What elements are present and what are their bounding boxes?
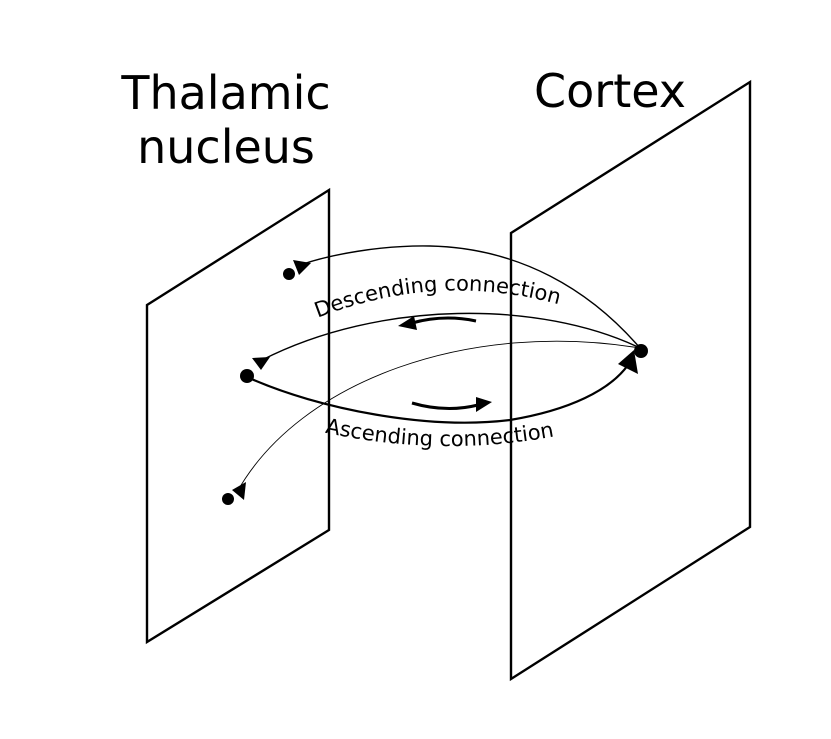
cortex-label: Cortex xyxy=(534,64,686,118)
thalamic-neuron-middle xyxy=(240,369,254,383)
thalamic-neuron-top-terminal-icon xyxy=(293,260,311,275)
ascending-direction-arrow xyxy=(411,401,479,411)
cortex-neuron-terminal-icon xyxy=(618,350,638,374)
thalamic-nucleus-label: Thalamic nucleus xyxy=(96,66,356,174)
ascending-connection-text: Ascending connection xyxy=(324,414,556,451)
thalamic-neuron-middle-terminal-icon xyxy=(252,357,270,370)
ascending-arrowhead-icon xyxy=(476,397,492,412)
thalamic-neuron-bottom-terminal-icon xyxy=(232,482,246,500)
thalamic-label-line2: nucleus xyxy=(137,120,315,174)
cortex-neuron xyxy=(634,344,648,358)
ascending-connection-label: Ascending connection xyxy=(324,414,556,451)
descending-arrowhead-icon xyxy=(398,316,417,330)
descending-connection-top xyxy=(302,245,641,349)
descending-connection-bottom xyxy=(236,340,641,493)
thalamic-label-line1: Thalamic xyxy=(121,66,331,120)
cortex-plane xyxy=(509,79,752,682)
thalamic-neuron-bottom xyxy=(222,493,234,505)
descending-connection-middle xyxy=(261,312,641,361)
descending-direction-arrow xyxy=(411,316,477,325)
thalamic-plane xyxy=(145,187,331,645)
ascending-connection xyxy=(246,364,629,424)
thalamic-neuron-top xyxy=(283,268,295,280)
